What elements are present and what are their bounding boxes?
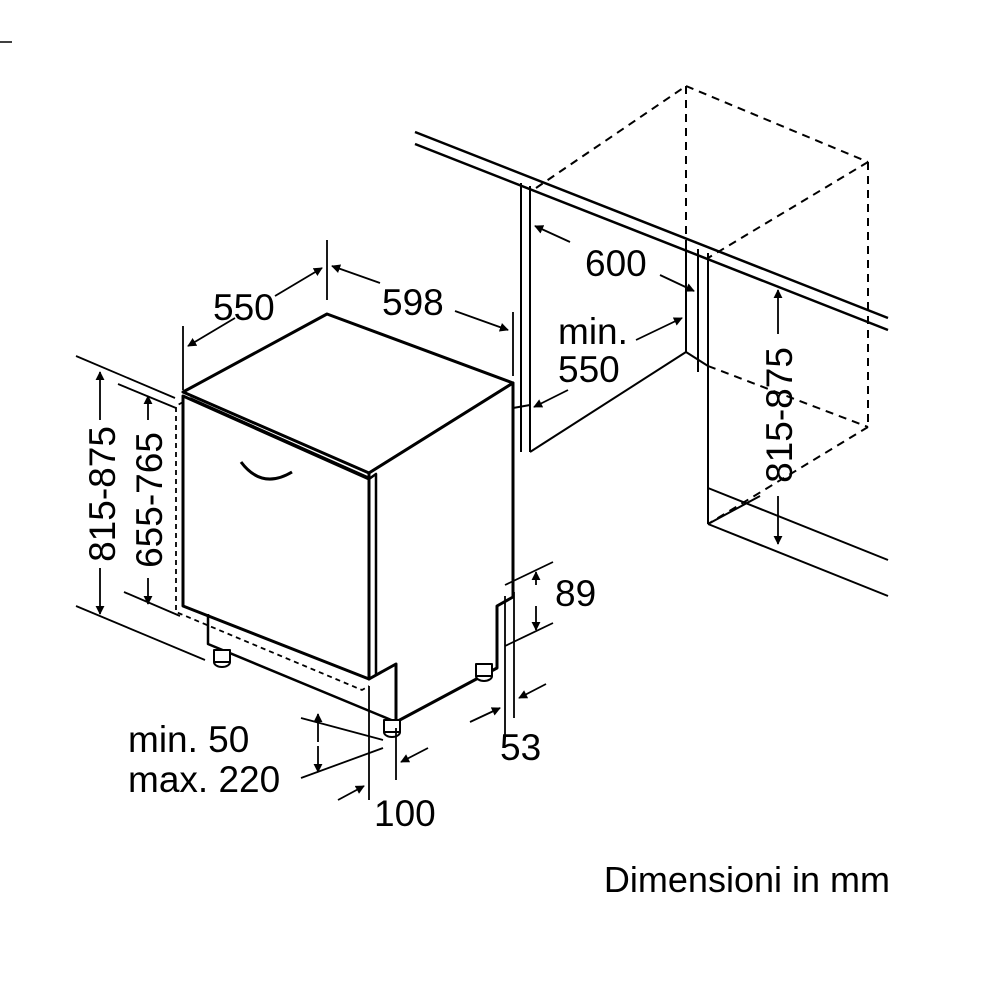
countertop-top-edge <box>414 130 889 320</box>
label-foot-min: min. 50 <box>128 719 249 760</box>
installation-niche <box>414 85 889 597</box>
dimension-lines <box>75 225 783 801</box>
label-foot-setback: 100 <box>374 793 436 834</box>
label-overall-height: 815-875 <box>82 426 123 562</box>
units-caption: Dimensioni in mm <box>604 859 890 900</box>
label-door-height: 655-765 <box>129 432 170 568</box>
label-niche-height: 815-875 <box>759 347 800 483</box>
door-handle <box>239 461 293 481</box>
label-appliance-depth: 550 <box>213 287 275 328</box>
label-appliance-width: 598 <box>382 282 444 323</box>
label-plinth-height: 89 <box>555 573 596 614</box>
label-plinth-recess: 53 <box>500 727 541 768</box>
label-niche-depth-value: 550 <box>558 349 620 390</box>
countertop-bottom-edge <box>414 142 889 332</box>
label-niche-depth-min: min. <box>558 311 628 352</box>
label-niche-width: 600 <box>585 243 647 284</box>
dishwasher-body <box>175 312 515 738</box>
label-foot-max: max. 220 <box>128 759 280 800</box>
